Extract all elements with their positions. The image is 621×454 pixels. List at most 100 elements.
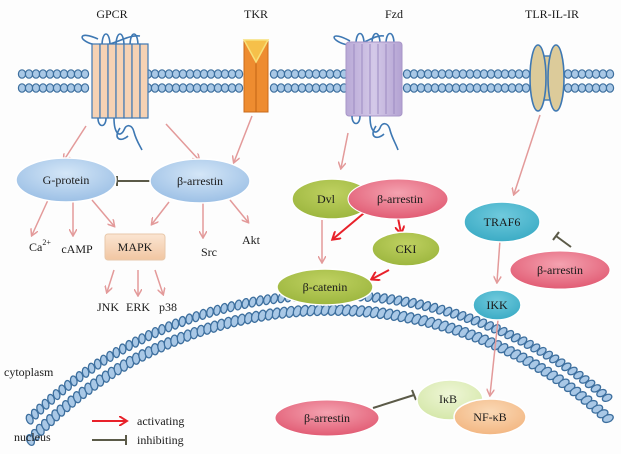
p38-label: p38 [159,300,177,314]
membrane-bead [577,69,587,79]
nfkb-label: NF-κB [473,410,506,424]
traf6-label: TRAF6 [484,215,521,229]
nuclear-membrane-loop [52,389,61,401]
tlr-receptor-icon [529,44,565,112]
nuclear-membrane-loop [131,336,140,348]
nuclear-membrane [25,289,614,446]
nuclear-membrane-loop [530,343,541,353]
nuclear-membrane-loop [601,393,613,403]
membrane-bead [409,69,419,79]
arrow-mapk-p38 [154,269,163,294]
arrow-ikk-nfkb [490,319,499,395]
arrow-traf6-ikk [497,239,500,282]
membrane-bead [332,83,342,93]
membrane-bead [591,69,601,79]
membrane-bead [206,83,216,93]
membrane-bead [157,69,167,79]
arrow-barrestin-mapk [152,201,170,224]
membrane-bead [220,69,230,79]
membrane-bead [605,69,615,79]
nuclear-membrane-loop [463,313,474,324]
membrane-bead [493,69,503,79]
membrane-bead [437,83,447,93]
cki-label: CKI [396,242,417,256]
membrane-bead [444,69,454,79]
nuclear-membrane-loop [497,326,508,337]
nuclear-membrane-loop [164,321,173,333]
membrane-bead [269,69,279,79]
nuclear-membrane-loop [138,333,146,345]
nuclear-membrane-loop [456,311,467,321]
membrane-bead [185,83,195,93]
nuclear-membrane-loop [393,295,403,306]
membrane-bead [227,83,237,93]
membrane-bead [584,83,594,93]
membrane-bead [325,83,335,93]
membrane-bead [283,69,293,79]
b-arrestin-nuclear-node: β-arrestin [274,399,380,437]
tkr-label: TKR [244,7,268,21]
nuclear-membrane-loop [199,308,207,320]
membrane-bead [416,83,426,93]
nuclear-membrane-loop [30,408,39,420]
membrane-bead [311,69,321,79]
membrane-bead [486,69,496,79]
nuclear-membrane-loop [477,318,488,328]
membrane-bead [423,69,433,79]
membrane-bead [430,69,440,79]
membrane-bead [297,69,307,79]
nuclear-membrane-loop [579,375,590,384]
b-catenin-label: β-catenin [303,280,348,294]
membrane-bead [227,69,237,79]
nuclear-membrane-loop [25,413,34,425]
membrane-bead [164,69,174,79]
erk-label: ERK [126,300,150,314]
camp-label: cAMP [61,242,93,256]
nuclear-membrane-loop [87,362,96,374]
nuclear-membrane-loop [118,343,127,355]
nuclear-membrane-loop [407,297,417,309]
membrane-bead [584,69,594,79]
nuclear-membrane-loop [270,293,279,305]
gpcr-helix [91,43,101,119]
membrane-bead [17,83,27,93]
membrane-bead [80,69,90,79]
membrane-bead [311,83,321,93]
cki-node: CKI [371,231,441,267]
gpcr-helix [131,43,141,119]
arrow-mapk-jnk [107,269,115,292]
nuclear-membrane-loop [523,339,534,349]
nuclear-membrane-loop [449,308,460,319]
membrane-bead [73,83,83,93]
nuclear-membrane-loop [561,362,572,372]
membrane-bead [192,83,202,93]
membrane-bead [283,83,293,93]
nuclear-membrane-loop [536,346,547,356]
dvl-label: Dvl [317,192,336,206]
membrane-bead [276,69,286,79]
b-arrestin-tlr-node: β-arrestin [509,250,611,290]
nuclear-membrane-loop [36,403,45,415]
legend: activating inhibiting [92,414,184,447]
arrow-barrestin-cki [398,217,401,233]
nuclear-membrane-loop [81,366,90,378]
membrane-bead [570,69,580,79]
membrane-bead [192,69,202,79]
membrane-bead [31,69,41,79]
membrane-bead [24,83,34,93]
gpcr-helix [139,43,149,119]
membrane-bead [234,69,244,79]
membrane-bead [59,83,69,93]
membrane-bead [423,83,433,93]
membrane-bead [164,83,174,93]
nuclear-membrane-loop [421,301,432,312]
g-protein-node: G-protein [15,157,117,203]
b-arrestin-tlr-label: β-arrestin [537,263,583,277]
membrane-bead [479,83,489,93]
nuclear-membrane-loop [69,375,78,387]
membrane-bead [206,69,216,79]
nuclear-membrane-loop [442,306,453,317]
nuclear-membrane-loop [144,329,153,342]
membrane-bead [493,83,503,93]
nuclear-membrane-loop [262,294,272,306]
